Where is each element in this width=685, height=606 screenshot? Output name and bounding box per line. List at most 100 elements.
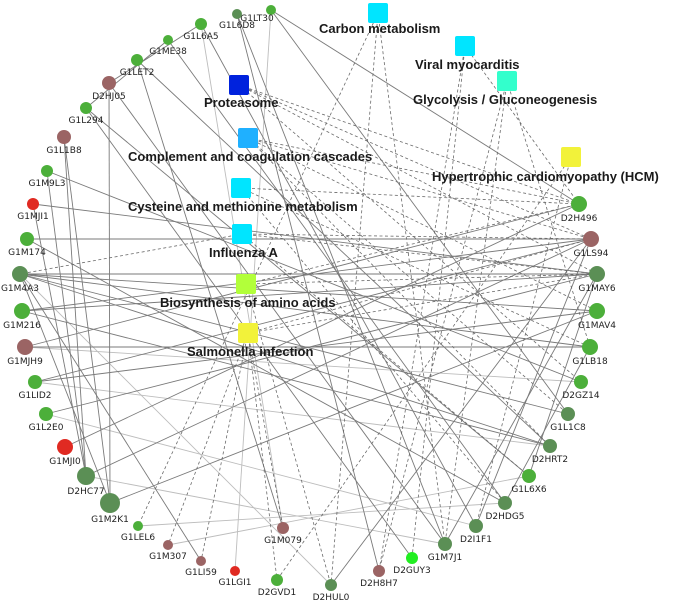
edge-influenza-g1l6x6 — [241, 233, 530, 477]
gene-node-g1m174[interactable]: G1M174 — [8, 232, 46, 258]
edge-cysteine-d2hdg5 — [240, 187, 506, 504]
gene-node-g1lel6[interactable]: G1LEL6 — [121, 521, 155, 543]
pathway-node-cysteine[interactable]: Cysteine and methionine metabolism — [128, 178, 358, 214]
gene-circle — [28, 375, 42, 389]
edge-g1m307-g1l6x6 — [167, 475, 530, 546]
pathway-node-aminoacid[interactable]: Biosynthesis of amino acids — [160, 274, 336, 310]
gene-node-d2hul0[interactable]: D2HUL0 — [313, 579, 350, 603]
gene-label: G1M7J1 — [428, 553, 463, 563]
pathway-square — [236, 274, 256, 294]
edge-influenza-g1m4a3 — [19, 233, 243, 275]
gene-circle — [195, 18, 207, 30]
pathway-node-complement[interactable]: Complement and coagulation cascades — [128, 128, 372, 164]
pathway-node-hcm[interactable]: Hypertrophic cardiomyopathy (HCM) — [432, 147, 659, 184]
gene-node-g1l1b8[interactable]: G1L1B8 — [46, 130, 82, 156]
edge-complement-g1l1c8 — [247, 137, 569, 415]
gene-node-d2gvd1[interactable]: D2GVD1 — [258, 574, 296, 598]
gene-node-g1li59[interactable]: G1LI59 — [185, 556, 217, 578]
gene-node-g1m079[interactable]: G1M079 — [264, 522, 302, 546]
gene-node-g1mjh9[interactable]: G1MJH9 — [7, 339, 43, 367]
gene-circle — [522, 469, 536, 483]
gene-node-g1ls94[interactable]: G1LS94 — [574, 231, 609, 259]
gene-node-g1m2k1[interactable]: G1M2K1 — [91, 493, 129, 525]
edge-aminoacid-g1may6 — [245, 273, 598, 285]
edge-g1l6d8-d2h8h7 — [236, 13, 380, 572]
pathway-node-viral[interactable]: Viral myocarditis — [415, 36, 520, 72]
gene-node-g1l294[interactable]: G1L294 — [69, 102, 104, 126]
edge-glyco-d2h8h7 — [378, 80, 508, 572]
pathway-square — [455, 36, 475, 56]
gene-node-g1l6d8[interactable]: G1L6D8 — [219, 9, 255, 31]
gene-node-g1let2[interactable]: G1LET2 — [120, 54, 155, 78]
edge-glyco-g1m7j1 — [444, 80, 508, 545]
gene-label: G1L6D8 — [219, 21, 255, 31]
gene-label: G1MJI1 — [17, 212, 49, 222]
pathway-node-proteasome[interactable]: Proteasome — [204, 75, 278, 110]
gene-label: D2HC77 — [67, 487, 104, 497]
edge-g1m4a3-d2hul0 — [19, 273, 332, 586]
gene-node-g1l1c8[interactable]: G1L1C8 — [550, 407, 586, 433]
pathway-label: Proteasome — [204, 95, 278, 110]
pathway-square — [232, 224, 252, 244]
edge-aminoacid-d2h496 — [245, 203, 580, 285]
gene-node-g1me38[interactable]: G1ME38 — [149, 35, 187, 57]
gene-node-d2hrt2[interactable]: D2HRT2 — [532, 439, 568, 465]
gene-label: G1ME38 — [149, 47, 187, 57]
pathway-square — [368, 3, 388, 23]
gene-node-g1mji0[interactable]: G1MJI0 — [49, 439, 81, 467]
gene-node-g1m4a3[interactable]: G1M4A3 — [1, 266, 39, 294]
gene-node-layer: G1LT30G1L6D8G1L6A5G1ME38G1LET2D2HJ05G1L2… — [1, 5, 616, 603]
gene-label: G1L2E0 — [29, 423, 64, 433]
edge-salmonella-g1ls94 — [247, 238, 592, 334]
gene-node-d2guy3[interactable]: D2GUY3 — [393, 552, 431, 576]
gene-node-d2h496[interactable]: D2H496 — [561, 196, 598, 224]
gene-node-g1m307[interactable]: G1M307 — [149, 540, 187, 562]
edge-g1let2-d2hrt2 — [136, 59, 551, 447]
gene-node-g1lb18[interactable]: G1LB18 — [572, 339, 608, 367]
edge-glyco-g1lb18 — [506, 80, 591, 348]
pathway-node-carbon[interactable]: Carbon metabolism — [319, 3, 440, 36]
gene-node-g1mav4[interactable]: G1MAV4 — [578, 303, 616, 331]
gene-label: G1M174 — [8, 248, 46, 258]
gene-node-d2h8h7[interactable]: D2H8H7 — [360, 565, 398, 589]
gene-node-g1lgi1[interactable]: G1LGI1 — [218, 566, 252, 588]
gene-node-g1m216[interactable]: G1M216 — [3, 303, 41, 331]
gene-node-g1mji1[interactable]: G1MJI1 — [17, 198, 49, 222]
gene-node-d2i1f1[interactable]: D2I1F1 — [460, 519, 492, 545]
gene-label: D2HRT2 — [532, 455, 568, 465]
gene-node-g1m7j1[interactable]: G1M7J1 — [428, 537, 463, 563]
pathway-label: Salmonella infection — [187, 344, 313, 359]
gene-node-g1m9l3[interactable]: G1M9L3 — [29, 165, 66, 189]
pathway-node-influenza[interactable]: Influenza A — [209, 224, 278, 260]
gene-node-g1l6x6[interactable]: G1L6X6 — [511, 469, 547, 495]
gene-circle — [406, 552, 418, 564]
pathway-square — [238, 323, 258, 343]
edge-g1m216-g1may6 — [21, 273, 598, 312]
pathway-square — [231, 178, 251, 198]
edge-g1mjh9-d2h496 — [24, 203, 580, 348]
pathway-node-glyco[interactable]: Glycolysis / Gluconeogenesis — [413, 71, 597, 107]
gene-circle — [438, 537, 452, 551]
gene-node-g1lt30[interactable]: G1LT30 — [240, 5, 276, 24]
pathway-node-salmonella[interactable]: Salmonella infection — [187, 323, 313, 359]
pathway-square — [229, 75, 249, 95]
gene-circle — [41, 165, 53, 177]
edge-g1l2e0-d2i1f1 — [45, 413, 477, 527]
pathway-label: Hypertrophic cardiomyopathy (HCM) — [432, 169, 659, 184]
gene-node-g1may6[interactable]: G1MAY6 — [578, 266, 616, 294]
gene-node-g1l2e0[interactable]: G1L2E0 — [29, 407, 64, 433]
gene-circle — [543, 439, 557, 453]
gene-circle — [571, 196, 587, 212]
edge-g1l1b8-d2hc77 — [63, 136, 87, 477]
edge-g1m216-d2hrt2 — [21, 310, 551, 447]
gene-node-g1l6a5[interactable]: G1L6A5 — [183, 18, 219, 42]
gene-node-d2hdg5[interactable]: D2HDG5 — [485, 496, 525, 522]
edge-g1l6x6-g1may6 — [528, 273, 598, 477]
gene-circle — [196, 556, 206, 566]
gene-node-d2hc77[interactable]: D2HC77 — [67, 467, 105, 497]
gene-node-d2gz14[interactable]: D2GZ14 — [562, 375, 600, 401]
pathway-square — [238, 128, 258, 148]
gene-node-g1lid2[interactable]: G1LID2 — [18, 375, 52, 401]
gene-node-d2hj05[interactable]: D2HJ05 — [92, 76, 126, 102]
